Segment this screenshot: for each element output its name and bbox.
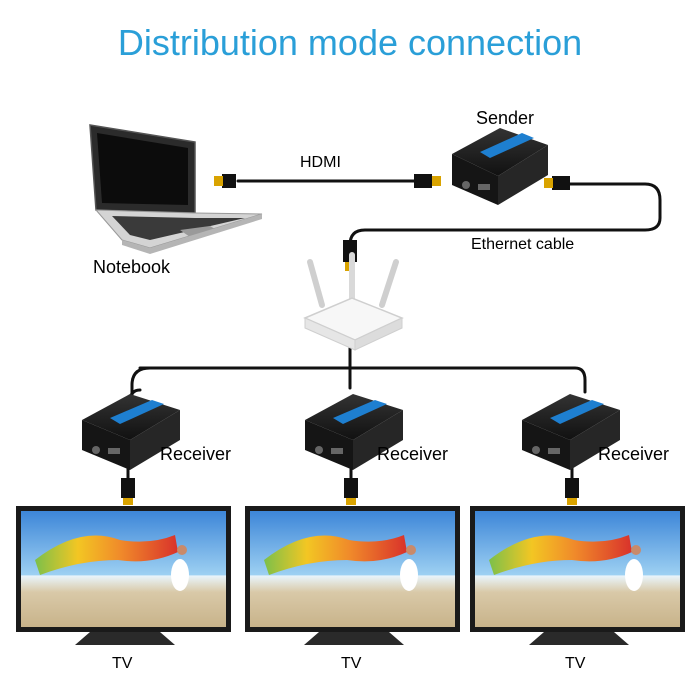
hdmi-connector-tv-2 bbox=[344, 478, 358, 505]
tv-label-3: TV bbox=[565, 655, 586, 672]
tv-3 bbox=[470, 506, 685, 645]
ethernet-cable-left bbox=[130, 366, 152, 402]
connectors bbox=[121, 174, 579, 505]
hdmi-connector-tv-1 bbox=[121, 478, 135, 505]
tv-label-1: TV bbox=[112, 655, 133, 672]
tv-1 bbox=[16, 506, 231, 645]
receiver-label-1: Receiver bbox=[160, 444, 232, 464]
receiver-label-2: Receiver bbox=[377, 444, 449, 464]
hdmi-label: HDMI bbox=[300, 154, 341, 171]
ethernet-connector-sender bbox=[544, 176, 570, 190]
router bbox=[303, 252, 404, 351]
diagram-title: Distribution mode connection bbox=[117, 22, 583, 63]
receiver-device-3 bbox=[522, 394, 620, 470]
notebook-label: Notebook bbox=[93, 257, 171, 277]
notebook-laptop bbox=[89, 124, 263, 254]
tv-label-2: TV bbox=[341, 655, 362, 672]
hdmi-connector-tv-3 bbox=[565, 478, 579, 505]
ethernet-cable-sender bbox=[348, 182, 662, 264]
hdmi-connector-sender bbox=[414, 174, 441, 188]
receiver-label-3: Receiver bbox=[598, 444, 670, 464]
tv-2 bbox=[245, 506, 460, 645]
sender-device bbox=[452, 128, 548, 205]
sender-label: Sender bbox=[476, 108, 535, 128]
receiver-device-2 bbox=[305, 394, 403, 470]
ethernet-cable-label: Ethernet cable bbox=[471, 236, 575, 253]
hdmi-connector-notebook bbox=[214, 174, 236, 188]
receiver-device-1 bbox=[82, 394, 180, 470]
